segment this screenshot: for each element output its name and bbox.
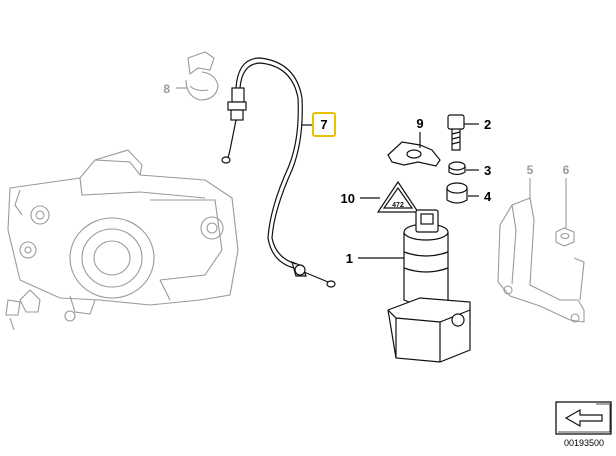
cable-part-7-drawing: [221, 57, 336, 288]
bracket-part-5-drawing: [497, 197, 585, 323]
callout-6: 6: [563, 163, 570, 177]
callout-9: 9: [416, 116, 423, 131]
callout-3: 3: [484, 163, 491, 178]
callout-8: 8: [163, 82, 170, 96]
callout-10: 10: [341, 191, 355, 206]
document-number: 00193500: [564, 438, 604, 448]
callout-2: 2: [484, 117, 491, 132]
nut-part-6-drawing: [555, 227, 575, 247]
washer-part-3-drawing: [448, 161, 466, 176]
bracket-part-9-drawing: [387, 141, 441, 167]
bolt-part-2-drawing: [447, 114, 465, 151]
actuator-part-1-drawing: [387, 209, 471, 363]
callout-5: 5: [527, 163, 534, 177]
clip-part-8-drawing: [176, 51, 219, 101]
callout-7[interactable]: 7: [320, 117, 327, 132]
callout-4: 4: [484, 189, 492, 204]
throttle-body-drawing: [5, 149, 239, 331]
warning-label-text: 472: [392, 202, 404, 209]
leader-lines: [176, 87, 567, 259]
warning-label-part-10: 472: [376, 180, 420, 213]
callout-7-highlight-box: [312, 112, 336, 137]
arrow-corner-icon[interactable]: [555, 401, 612, 435]
grommet-part-4-drawing: [446, 182, 468, 204]
callout-1: 1: [346, 251, 353, 266]
